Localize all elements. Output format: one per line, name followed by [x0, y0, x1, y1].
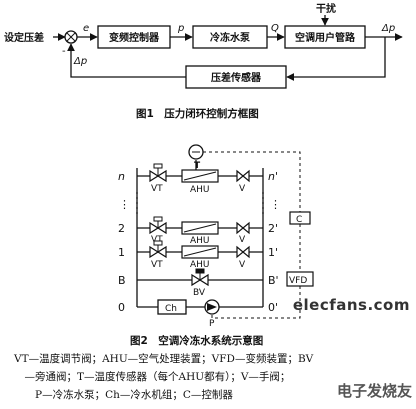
pump-label: P: [209, 319, 215, 329]
vt-label-n: VT: [151, 184, 163, 194]
v-label-n: V: [239, 184, 246, 194]
pump-icon: [204, 299, 220, 315]
delta-p-feedback-label: Δp: [73, 56, 87, 67]
bypass-valve: [191, 268, 209, 287]
vt-label-2: VT: [151, 235, 163, 245]
ahu-label-n: AHU: [190, 185, 210, 195]
v-label-2: V: [239, 235, 246, 245]
watermark-brand: 电子发烧友: [336, 382, 412, 400]
minus-sign: -: [62, 46, 66, 57]
pipe-network-label: 空调用户管路: [295, 31, 356, 44]
figure-2-caption: 图2 空调冷冻水系统示意图: [130, 334, 263, 347]
legend-line-1: VT—温度调节阀；AHU—空气处理装置；VFD—变频装置；BV: [14, 353, 314, 365]
row-label-1-left: 1: [118, 246, 125, 259]
watermark-site: elecfans.com: [292, 296, 410, 314]
p-label: p: [177, 23, 184, 34]
feedback-line-in: [67, 43, 186, 78]
row-label-dots-left: ⋮: [119, 198, 130, 211]
vfd-box: [286, 271, 314, 287]
row-label-dots-right: ⋮: [270, 198, 281, 211]
chiller-label: Ch: [165, 304, 177, 314]
figure-1-block-diagram: 设定压差 - e 变频控制器 p 冷冻水泵 Q 空调用户管路 干扰 Δp 压差传…: [4, 2, 403, 120]
temperature-valve-1: [149, 240, 167, 259]
figure-1-caption: 图1 压力闭环控制方框图: [136, 107, 259, 120]
controller-box-label: C: [296, 215, 302, 225]
legend: VT—温度调节阀；AHU—空气处理装置；VFD—变频装置；BV —旁通阀；T—温…: [14, 350, 409, 404]
hand-valve-1: [236, 245, 250, 259]
pump-label: 冷冻水泵: [210, 31, 251, 44]
feedback-line-out: [286, 37, 386, 81]
temperature-valve-n: [149, 163, 167, 183]
e-label: e: [83, 23, 89, 34]
t-sensor-label: T: [194, 161, 201, 171]
bv-label: BV: [193, 288, 206, 298]
temperature-valve-2: [149, 216, 167, 235]
sensor-label: 压差传感器: [211, 71, 262, 84]
legend-line-2: —旁通阀；T—温度传感器（每个AHU都有）；V—手阀；: [14, 371, 291, 383]
row-label-n-left: n: [118, 170, 125, 183]
row-label-b-right: B': [268, 274, 279, 287]
input-label: 设定压差: [4, 31, 44, 44]
legend-line-3: P—冷冻水泵；Ch—冷水机组；C—控制器: [14, 389, 233, 401]
row-label-2-right: 2': [268, 222, 278, 235]
controller-label: 变频控制器: [109, 31, 160, 44]
disturbance-label: 干扰: [316, 2, 336, 15]
sensor-to-controller-line: [203, 151, 301, 212]
q-label: Q: [271, 23, 279, 34]
chiller-box: [157, 299, 187, 315]
row-label-n-right: n': [268, 170, 278, 183]
vt-label-1: VT: [151, 260, 163, 270]
vfd-box-label: VFD: [289, 276, 307, 286]
hand-valve-n: [236, 169, 250, 183]
row-label-b-left: B: [118, 274, 126, 287]
vfd-to-pump-line: [211, 286, 301, 319]
row-label-0-left: 0: [118, 301, 125, 314]
row-label-2-left: 2: [118, 222, 125, 235]
figure-2-chilled-water-schematic: n ⋮ 2 1 B 0 n' ⋮ 2' 1' B' 0' VT T AHU V …: [118, 144, 314, 347]
row-label-0-right: 0': [268, 301, 278, 314]
v-label-1: V: [239, 260, 246, 270]
ahu-label-1: AHU: [190, 260, 210, 270]
ahu-label-2: AHU: [190, 236, 210, 246]
controller-box: [289, 211, 311, 225]
row-label-1-right: 1': [268, 246, 278, 259]
hand-valve-2: [236, 221, 250, 235]
delta-p-output-label: Δp: [381, 23, 395, 34]
